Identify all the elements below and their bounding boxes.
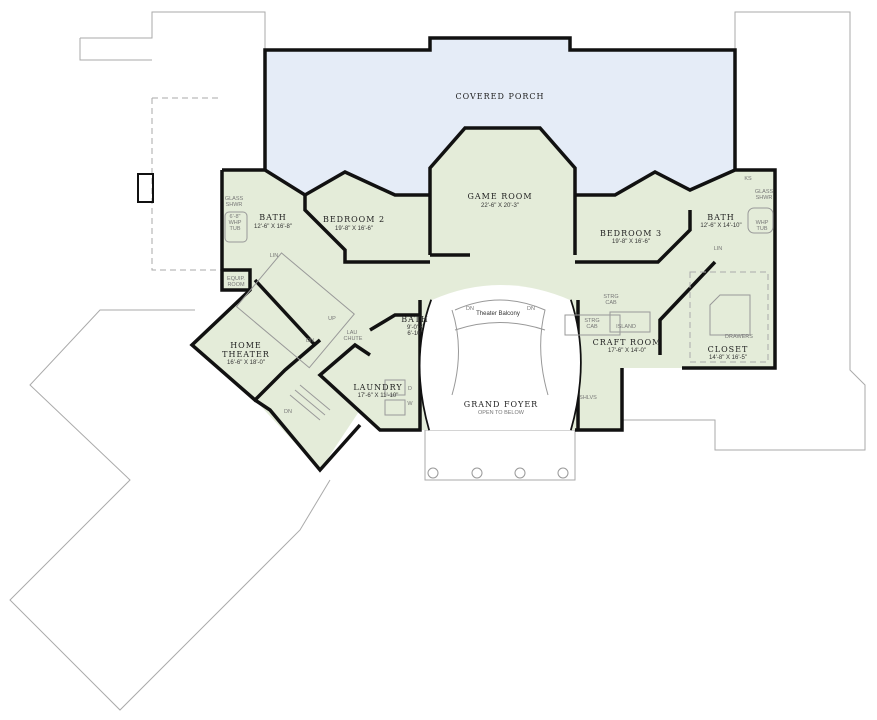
tub-right-label: WHP <box>756 220 769 226</box>
fixture-labels: GLASS SHWR 6'-8" WHP TUB LIN EQUIP. ROOM… <box>225 176 774 415</box>
bedroom3-dims: 19'-8" X 16'-6" <box>612 239 650 245</box>
shelves-label: SHLVS <box>579 395 597 401</box>
island-label: ISLAND <box>616 324 636 330</box>
dryer-label: D <box>408 386 412 392</box>
glass-shower-label: GLASS <box>225 196 244 202</box>
laundry-label: LAUNDRY <box>353 383 402 392</box>
bedroom3-label: BEDROOM 3 <box>600 229 662 238</box>
equip-room-label-2: ROOM <box>227 282 245 288</box>
washer-label: W <box>407 401 413 407</box>
covered-porch-label: COVERED PORCH <box>455 92 544 101</box>
storage-cab-label-3: STRG <box>584 318 599 324</box>
bedroom2-label: BEDROOM 2 <box>323 215 385 224</box>
balcony-dn-left: DN <box>466 306 474 312</box>
home-theater-dims: 16'-6" X 18'-0" <box>227 360 265 366</box>
storage-cab-label-4: CAB <box>586 324 598 330</box>
storage-cab-label-2: CAB <box>605 300 617 306</box>
glass-shower-right-2: SHWR <box>756 195 773 201</box>
walls <box>189 36 777 473</box>
glass-shower-label-2: SHWR <box>226 202 243 208</box>
glass-shower-right: GLASS <box>755 189 774 195</box>
bath-right-dims: 12'-6" X 14'-10" <box>700 223 741 229</box>
laundry-dims: 17'-6" X 11'-10" <box>358 393 399 399</box>
craft-room-dims: 17'-6" X 14'-0" <box>608 348 646 354</box>
laundry-chute-label-2: CHUTE <box>344 336 363 342</box>
tub-label: WHP <box>229 220 242 226</box>
closet-label: CLOSET <box>708 345 749 354</box>
tub-size-label: 6'-8" <box>230 214 241 220</box>
tub-label-2: TUB <box>230 226 241 232</box>
stair-down-label-2: DN <box>284 409 292 415</box>
home-theater-label: HOME <box>230 341 262 350</box>
closet-dims: 14'-8" X 16'-5" <box>709 355 747 361</box>
balcony-dn-right: DN <box>527 306 535 312</box>
bath-small-label: BATH <box>401 315 429 324</box>
bath-left-dims: 12'-6" X 16'-8" <box>254 224 292 230</box>
fixtures <box>224 207 774 479</box>
stair-down-label: DN <box>306 338 314 344</box>
game-room-dims: 22'-6" X 20'-3" <box>481 203 519 209</box>
linen-right-label: LIN <box>714 246 723 252</box>
grand-foyer-void <box>420 285 580 430</box>
home-theater-label-2: THEATER <box>222 350 270 359</box>
bath-small-dims-2: 6'-10" <box>407 331 422 337</box>
tub-right-label-2: TUB <box>757 226 768 232</box>
game-room-label: GAME ROOM <box>467 192 532 201</box>
equip-room-label: EQUIP. <box>227 276 245 282</box>
ks-label: KS <box>744 176 752 182</box>
laundry-chute-label: LAU <box>347 330 358 336</box>
stair-up-label: UP <box>328 316 336 322</box>
covered-porch <box>265 38 735 195</box>
balcony-rail <box>454 322 546 331</box>
lower-floor-outline <box>9 11 866 711</box>
linen-label: LIN <box>270 253 279 259</box>
bath-small-dims: 9'-0"X <box>407 325 423 331</box>
curved-stair <box>451 299 549 396</box>
bath-left-label: BATH <box>259 213 287 222</box>
bath-right-label: BATH <box>707 213 735 222</box>
storage-cab-label: STRG <box>603 294 618 300</box>
grand-foyer-sub: OPEN TO BELOW <box>478 410 525 416</box>
grand-foyer-label: GRAND FOYER <box>464 400 538 409</box>
drawers-label: DRAWERS <box>725 334 753 340</box>
craft-room-label: CRAFT ROOM <box>593 338 662 347</box>
theater-balcony-label: Theater Balcony <box>476 311 520 317</box>
bedroom2-dims: 19'-8" X 16'-6" <box>335 226 373 232</box>
